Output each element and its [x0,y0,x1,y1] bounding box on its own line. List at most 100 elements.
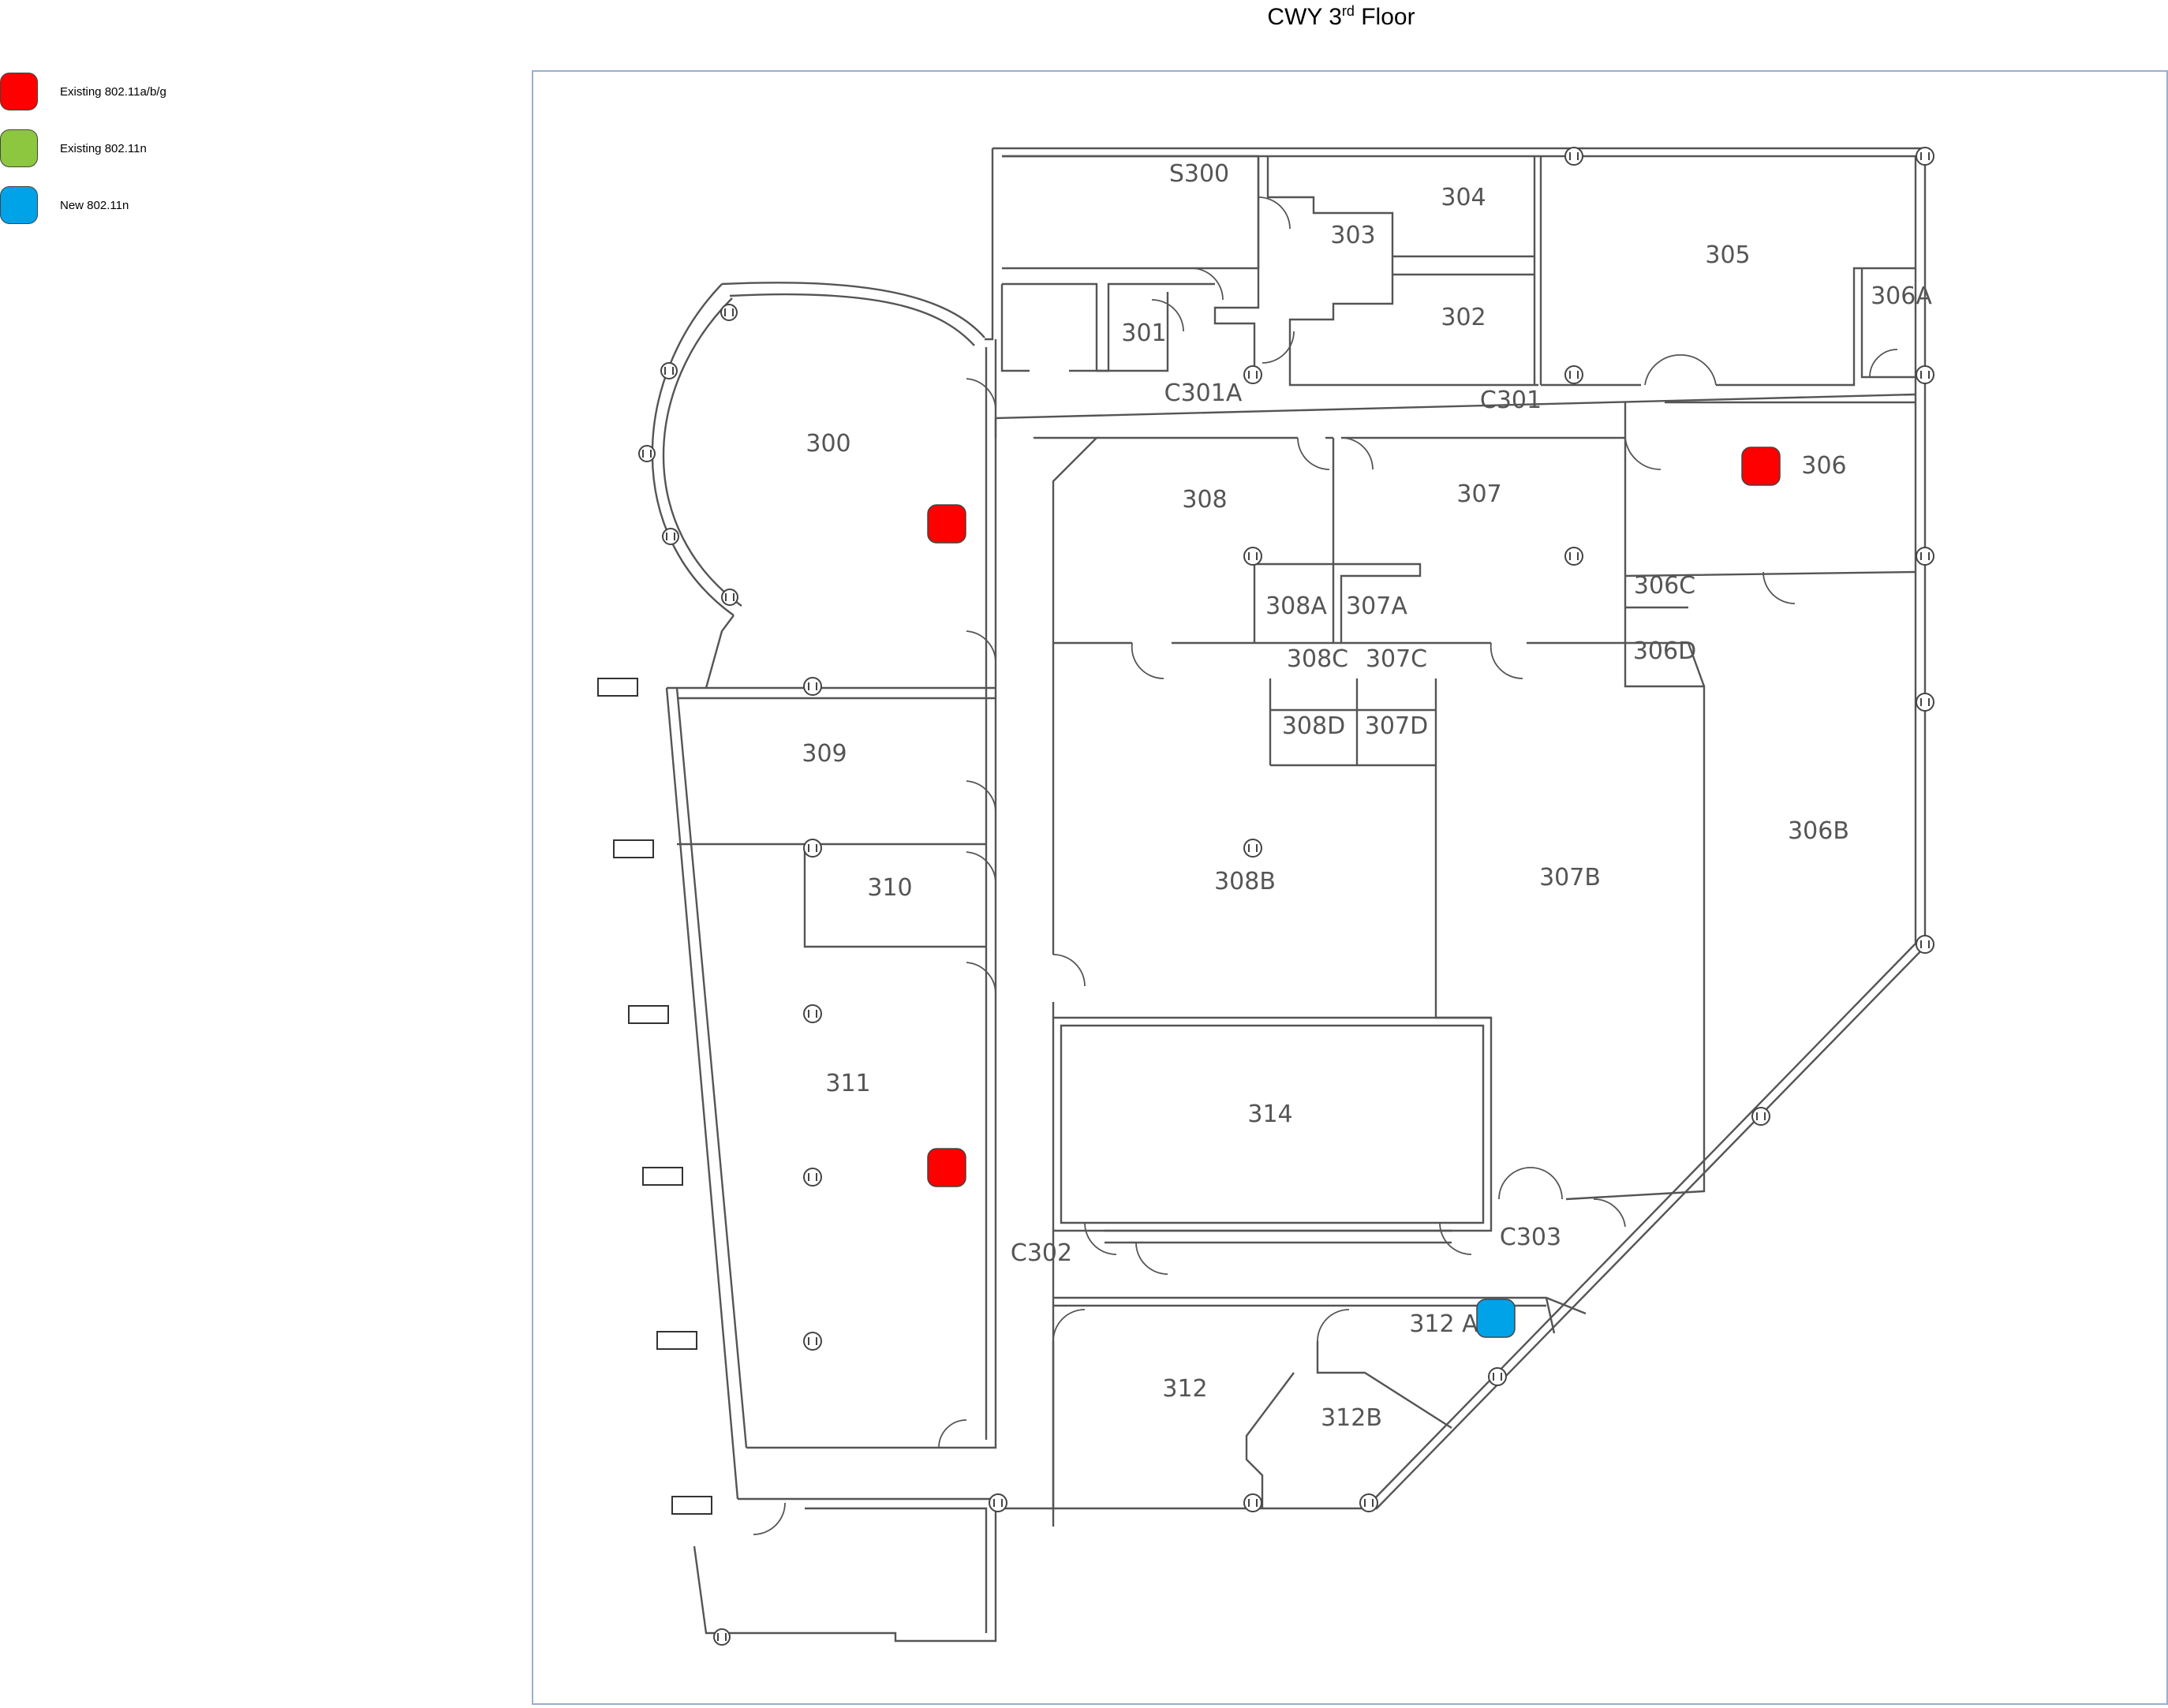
wall-301 [1069,292,1169,372]
pillar-icon [803,1332,822,1351]
pillar-icon [1564,547,1583,566]
room-label-304: 304 [1441,184,1486,211]
wall-300-sw [705,615,735,689]
pillar-icon [638,445,656,462]
wall-300-arc-top-inner [729,293,975,346]
wall-north-west-room [1000,284,1030,372]
corridor-c301 [995,393,1916,420]
room-label-307d: 307D [1365,712,1428,740]
ap-300-marker [927,504,966,544]
door-307 [1340,437,1374,470]
door-c302 [1084,1222,1117,1255]
south-west-stair-inner [805,1507,988,1633]
legend-item-existing-n: Existing 802.11n [0,129,166,167]
legend: Existing 802.11a/b/g Existing 802.11n Ne… [0,73,166,243]
ap-312a-marker [1476,1299,1516,1338]
room-label-c302: C302 [1011,1239,1072,1267]
wall-306d [1625,641,1706,687]
door-308 [1297,437,1330,470]
door-310 [966,851,996,884]
door-306a [1869,349,1898,378]
pillar-icon [803,1004,822,1023]
door-306 [1624,437,1662,470]
door-corridor [1135,1242,1168,1275]
wall-305-west [1533,156,1542,385]
wall-308cd-307cd [1269,678,1437,767]
room-label-308d: 308D [1282,712,1345,740]
marker-icon [656,1331,697,1350]
door-304 [1258,196,1291,230]
west-corridor-wall [746,339,997,1449]
pillar-icon [721,589,738,606]
room-label-309: 309 [802,740,847,768]
wall-vestibule [1213,156,1260,371]
room-label-306: 306 [1801,452,1846,480]
legend-swatch-blue [0,186,38,224]
door-311 [966,962,996,995]
legend-label: New 802.11n [60,198,129,212]
pillar-icon [1488,1367,1507,1386]
door-311-south [938,1419,967,1448]
room-label-303: 303 [1330,222,1375,249]
door-312a [1317,1309,1350,1342]
pillars [638,147,1934,1646]
legend-item-existing-abg: Existing 802.11a/b/g [0,73,166,110]
pillar-icon [1916,365,1934,384]
door-308b-west [1052,954,1086,987]
door-312 [1052,1309,1086,1342]
room-label-312a: 312 A [1409,1310,1478,1338]
doors [753,196,1898,1535]
marker-icon [597,678,638,697]
room-label-306d: 306D [1633,637,1696,665]
room-label-307b: 307B [1539,864,1601,891]
plan-frame [532,70,2168,1705]
wall-300-arc-top [721,282,985,338]
marker-icon [613,839,654,858]
wall-303 [1266,156,1538,387]
pillar-icon [713,1628,731,1646]
door-307b [1490,642,1523,679]
room-label-310: 310 [867,874,912,902]
pillar-icon [1359,1493,1378,1512]
door-300-south [966,630,996,663]
pillar-icon [720,304,738,321]
room-label-307a: 307A [1346,592,1407,620]
room-label-308a: 308A [1265,592,1327,620]
wall-312a [1545,1297,1556,1334]
door-314 [1439,1222,1472,1255]
room-labels: S300 304 303 305 302 306A 301 C301A C301… [802,160,1932,1432]
south-west-stair [693,1497,997,1643]
room-label-s300: S300 [1169,160,1229,188]
title-rest: Floor [1354,4,1415,30]
pillar-icon [662,528,679,545]
pillar-icon [1243,365,1262,384]
wall-310 [803,844,986,948]
room-label-305: 305 [1705,241,1750,269]
wall-306-west [1624,401,1916,438]
room-label-312: 312 [1162,1375,1207,1403]
wall-314-bottom [1105,1229,1452,1244]
pillar-icon [1243,547,1262,566]
page-title: CWY 3rd Floor [1105,3,1578,31]
marker-icon [671,1496,712,1515]
room-label-307: 307 [1456,480,1501,508]
title-superscript: rd [1341,3,1355,19]
wall-308a-307a [1253,562,1422,643]
walls [651,147,1927,1643]
pillar-icon [1916,935,1934,954]
legend-label: Existing 802.11n [60,141,147,155]
pillar-icon [1243,1493,1262,1512]
legend-label: Existing 802.11a/b/g [60,84,166,99]
room-label-308c: 308C [1287,645,1348,673]
door-305-right [1680,354,1717,386]
outer-wall-east [992,147,1927,1510]
pillar-icon [1916,693,1934,712]
room-label-308: 308 [1182,486,1227,514]
wall-central-north [1097,436,1706,1201]
door-306-south [1762,571,1796,604]
legend-item-new-n: New 802.11n [0,186,166,224]
pillar-icon [1916,547,1934,566]
exterior-markers [597,678,712,1515]
door-c303-a [1498,1167,1531,1200]
marker-icon [628,1005,669,1024]
